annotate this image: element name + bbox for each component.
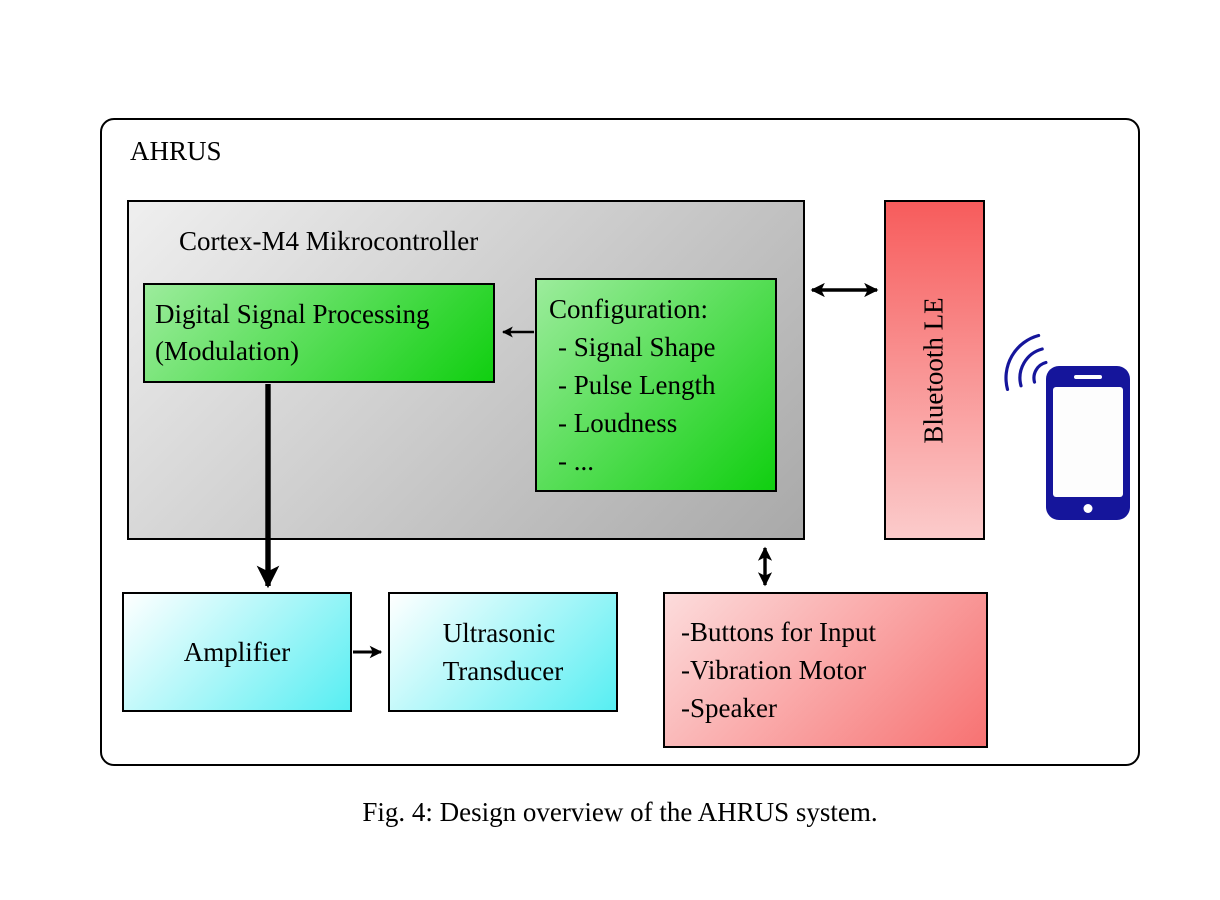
phone-home-button (1083, 504, 1093, 513)
peripherals-box: -Buttons for Input -Vibration Motor -Spe… (663, 592, 988, 748)
bluetooth-label: Bluetooth LE (919, 296, 950, 444)
dsp-box: Digital Signal Processing (Modulation) (143, 283, 495, 383)
smartphone-icon (1046, 366, 1130, 520)
figure-caption: Fig. 4: Design overview of the AHRUS sys… (362, 797, 878, 827)
bluetooth-box: Bluetooth LE (884, 200, 985, 540)
amplifier-label: Amplifier (183, 636, 291, 667)
ahrus-label: AHRUS (130, 136, 222, 166)
configuration-item: - ... (558, 446, 594, 476)
configuration-box: Configuration: - Signal Shape - Pulse Le… (535, 278, 777, 492)
dsp-label-line1: Digital Signal Processing (155, 299, 430, 329)
transducer-box: Ultrasonic Transducer (388, 592, 618, 712)
dsp-label-line2: (Modulation) (155, 336, 299, 366)
configuration-item: - Loudness (558, 408, 678, 438)
phone-speaker (1074, 375, 1102, 379)
phone-screen (1053, 387, 1123, 497)
peripherals-item: -Buttons for Input (681, 617, 876, 647)
transducer-label-line2: Transducer (442, 656, 564, 686)
amplifier-box: Amplifier (122, 592, 352, 712)
microcontroller-title: Cortex-M4 Mikrocontroller (179, 226, 479, 256)
configuration-item: - Signal Shape (558, 332, 716, 362)
configuration-item: - Pulse Length (558, 370, 716, 400)
microcontroller-box: Cortex-M4 Mikrocontroller Digital Signal… (127, 200, 805, 540)
configuration-title: Configuration: (549, 294, 708, 324)
transducer-label-line1: Ultrasonic (442, 618, 556, 648)
peripherals-item: -Speaker (681, 693, 777, 723)
peripherals-item: -Vibration Motor (681, 655, 867, 685)
